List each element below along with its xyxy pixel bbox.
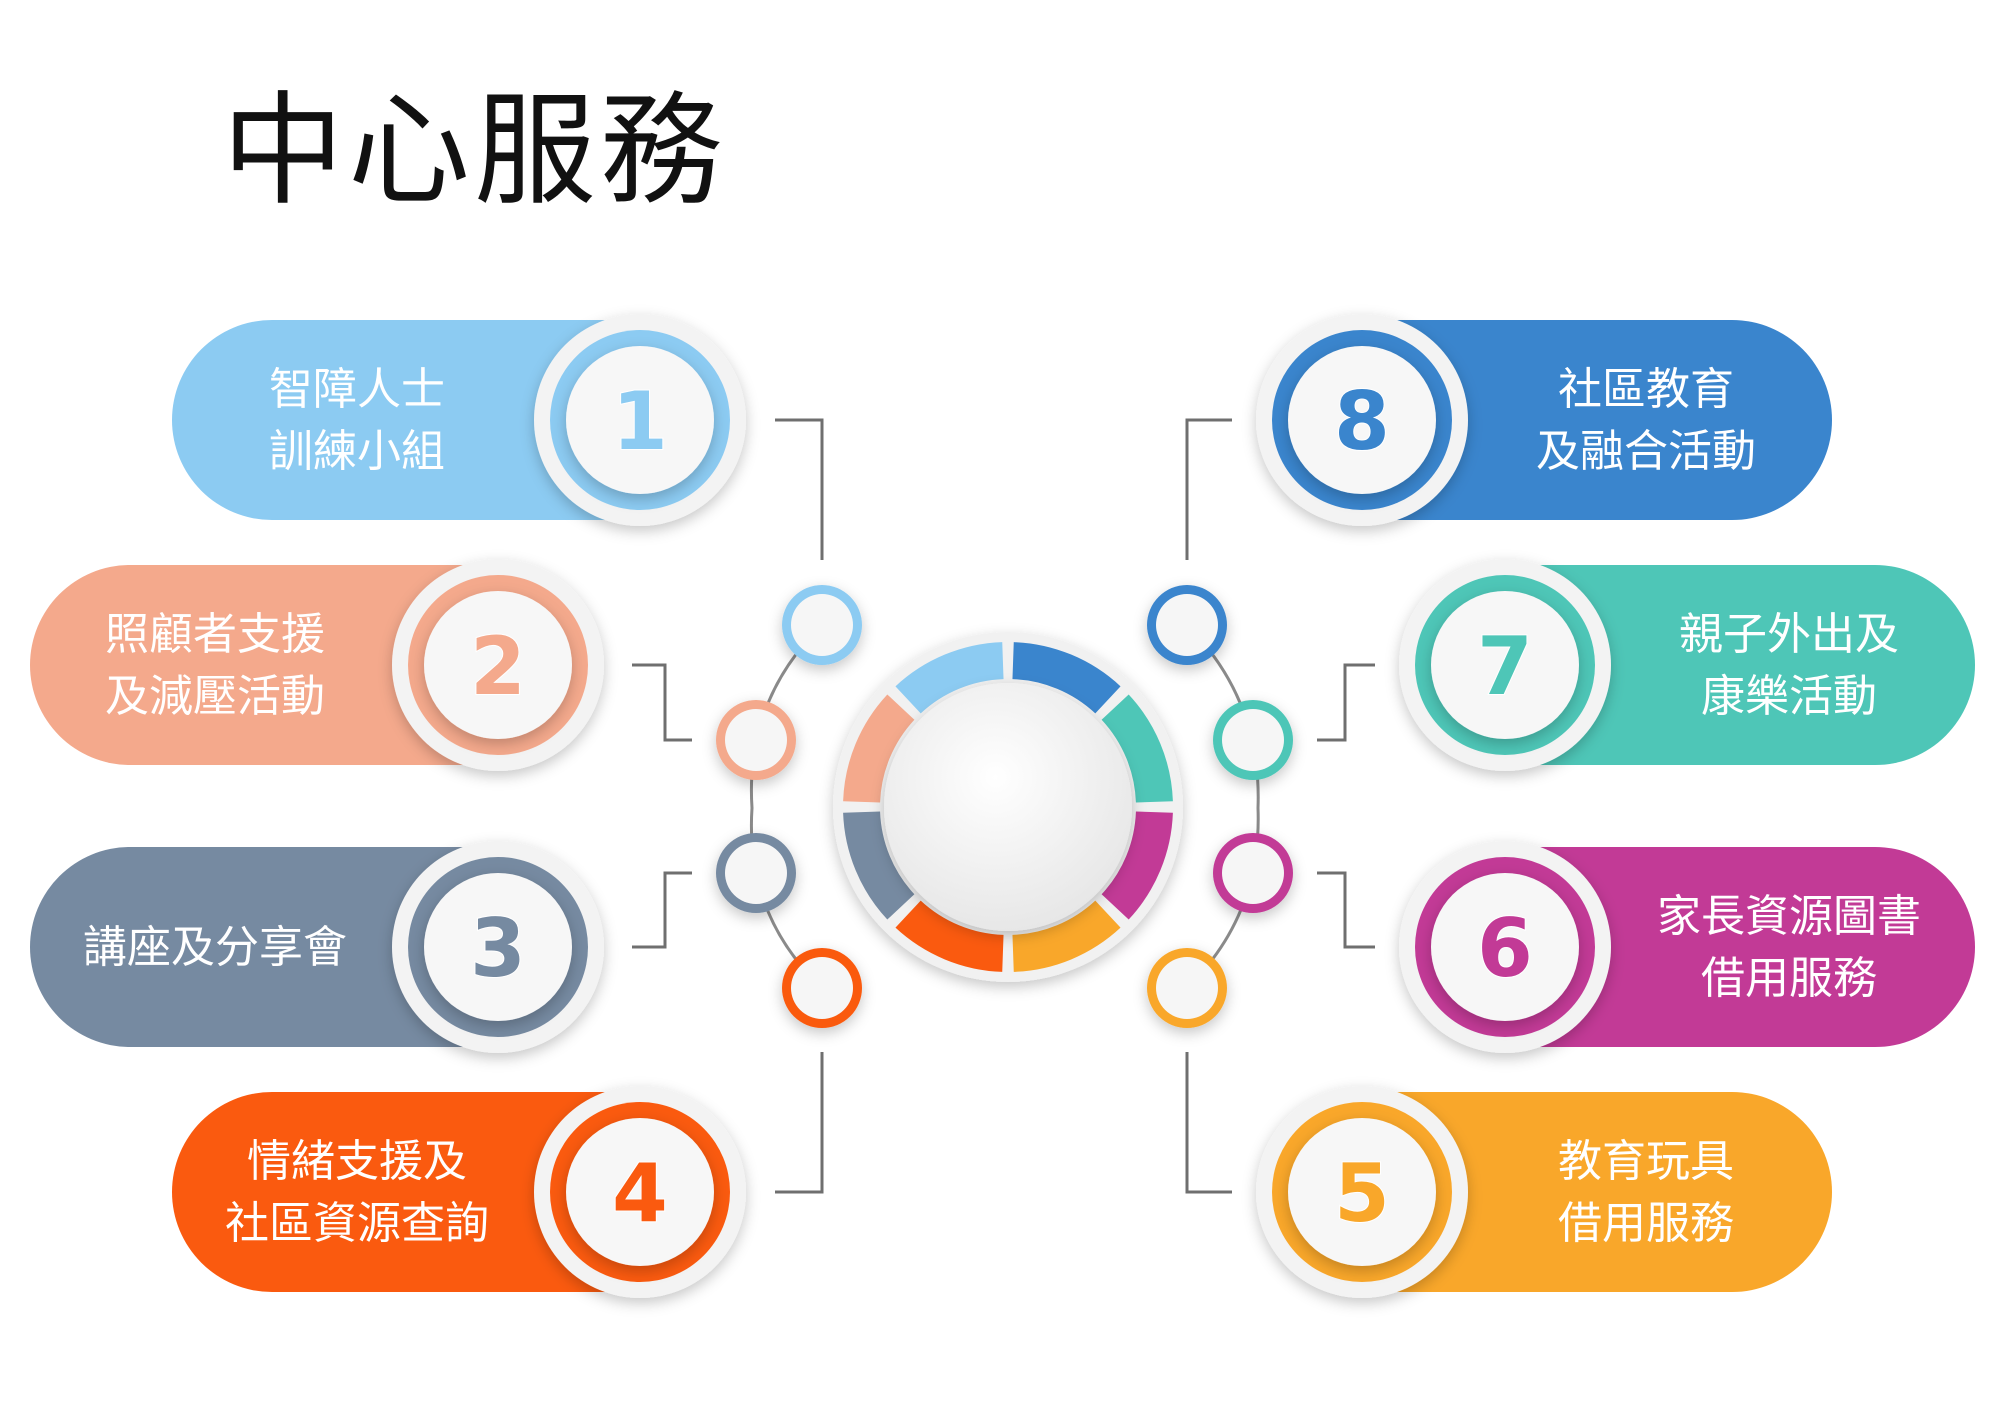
badge-inner-2 <box>424 591 572 739</box>
hub-node-8 <box>1147 585 1227 665</box>
service-label-7-line1: 親子外出及 <box>1679 609 1899 660</box>
badge-inner-5 <box>1288 1118 1436 1266</box>
service-label-1-line2: 訓練小組 <box>269 426 445 477</box>
badge-inner-1 <box>566 346 714 494</box>
hub-node-7 <box>1213 700 1293 780</box>
hub-segment-2 <box>843 694 915 803</box>
hub-node-5 <box>1147 948 1227 1028</box>
connector-lines <box>632 418 1375 1194</box>
service-label-5-line2: 借用服務 <box>1558 1198 1734 1249</box>
hub-segment-8 <box>1012 642 1121 714</box>
service-label-3-line1: 講座及分享會 <box>83 922 347 973</box>
service-number-4: 4 <box>612 1147 668 1240</box>
service-label-4-line1: 情緒支援及 <box>247 1136 467 1187</box>
right-arc <box>1185 623 1260 990</box>
service-label-2-line2: 及減壓活動 <box>105 671 325 722</box>
badge-inner-7 <box>1431 591 1579 739</box>
service-number-1: 1 <box>612 375 668 468</box>
badge-inner-4 <box>566 1118 714 1266</box>
hub-node-3 <box>716 833 796 913</box>
service-number-2: 2 <box>470 620 526 713</box>
connector-line-3 <box>632 871 692 949</box>
hub-segment-6 <box>1101 811 1173 920</box>
connector-line-5 <box>1185 1052 1232 1194</box>
hub-center-disc <box>884 683 1132 931</box>
service-label-8-line1: 社區教育 <box>1558 364 1734 415</box>
service-number-7: 7 <box>1477 620 1533 713</box>
service-number-6: 6 <box>1477 902 1533 995</box>
service-label-2-line1: 照顧者支援 <box>105 609 325 660</box>
service-item-3: 3 講座及分享會 <box>30 841 604 1053</box>
hub-segment-3 <box>843 811 915 920</box>
service-number-8: 8 <box>1334 375 1390 468</box>
service-label-5-line1: 教育玩具 <box>1558 1136 1734 1187</box>
connector-line-6 <box>1317 871 1375 949</box>
service-label-6-line2: 借用服務 <box>1701 953 1877 1004</box>
hub-node-2 <box>716 700 796 780</box>
hub-nodes <box>716 585 1293 1028</box>
connector-line-7 <box>1317 663 1375 742</box>
left-arc <box>749 623 824 990</box>
hub-segment-7 <box>1101 694 1173 803</box>
badge-inner-3 <box>424 873 572 1021</box>
connector-line-8 <box>1185 418 1232 560</box>
badge-inner-8 <box>1288 346 1436 494</box>
hub-node-4 <box>782 948 862 1028</box>
service-label-7-line2: 康樂活動 <box>1701 671 1877 722</box>
service-label-4-line2: 社區資源查詢 <box>225 1198 489 1249</box>
hub-segment-5 <box>1012 900 1121 972</box>
connector-line-2 <box>632 663 692 742</box>
connector-line-1 <box>775 418 824 560</box>
connector-line-4 <box>775 1052 824 1194</box>
page-title: 中心服務 <box>222 80 726 222</box>
service-number-3: 3 <box>470 902 526 995</box>
badge-inner-6 <box>1431 873 1579 1021</box>
hub-node-6 <box>1213 833 1293 913</box>
service-label-8-line2: 及融合活動 <box>1536 426 1756 477</box>
hub-segment-1 <box>895 642 1004 714</box>
service-number-5: 5 <box>1334 1147 1390 1240</box>
service-label-6-line1: 家長資源圖書 <box>1657 891 1921 942</box>
hub-node-1 <box>782 585 862 665</box>
center-hub <box>833 632 1183 982</box>
hub-segment-4 <box>895 900 1004 972</box>
service-label-1-line1: 智障人士 <box>269 364 445 415</box>
